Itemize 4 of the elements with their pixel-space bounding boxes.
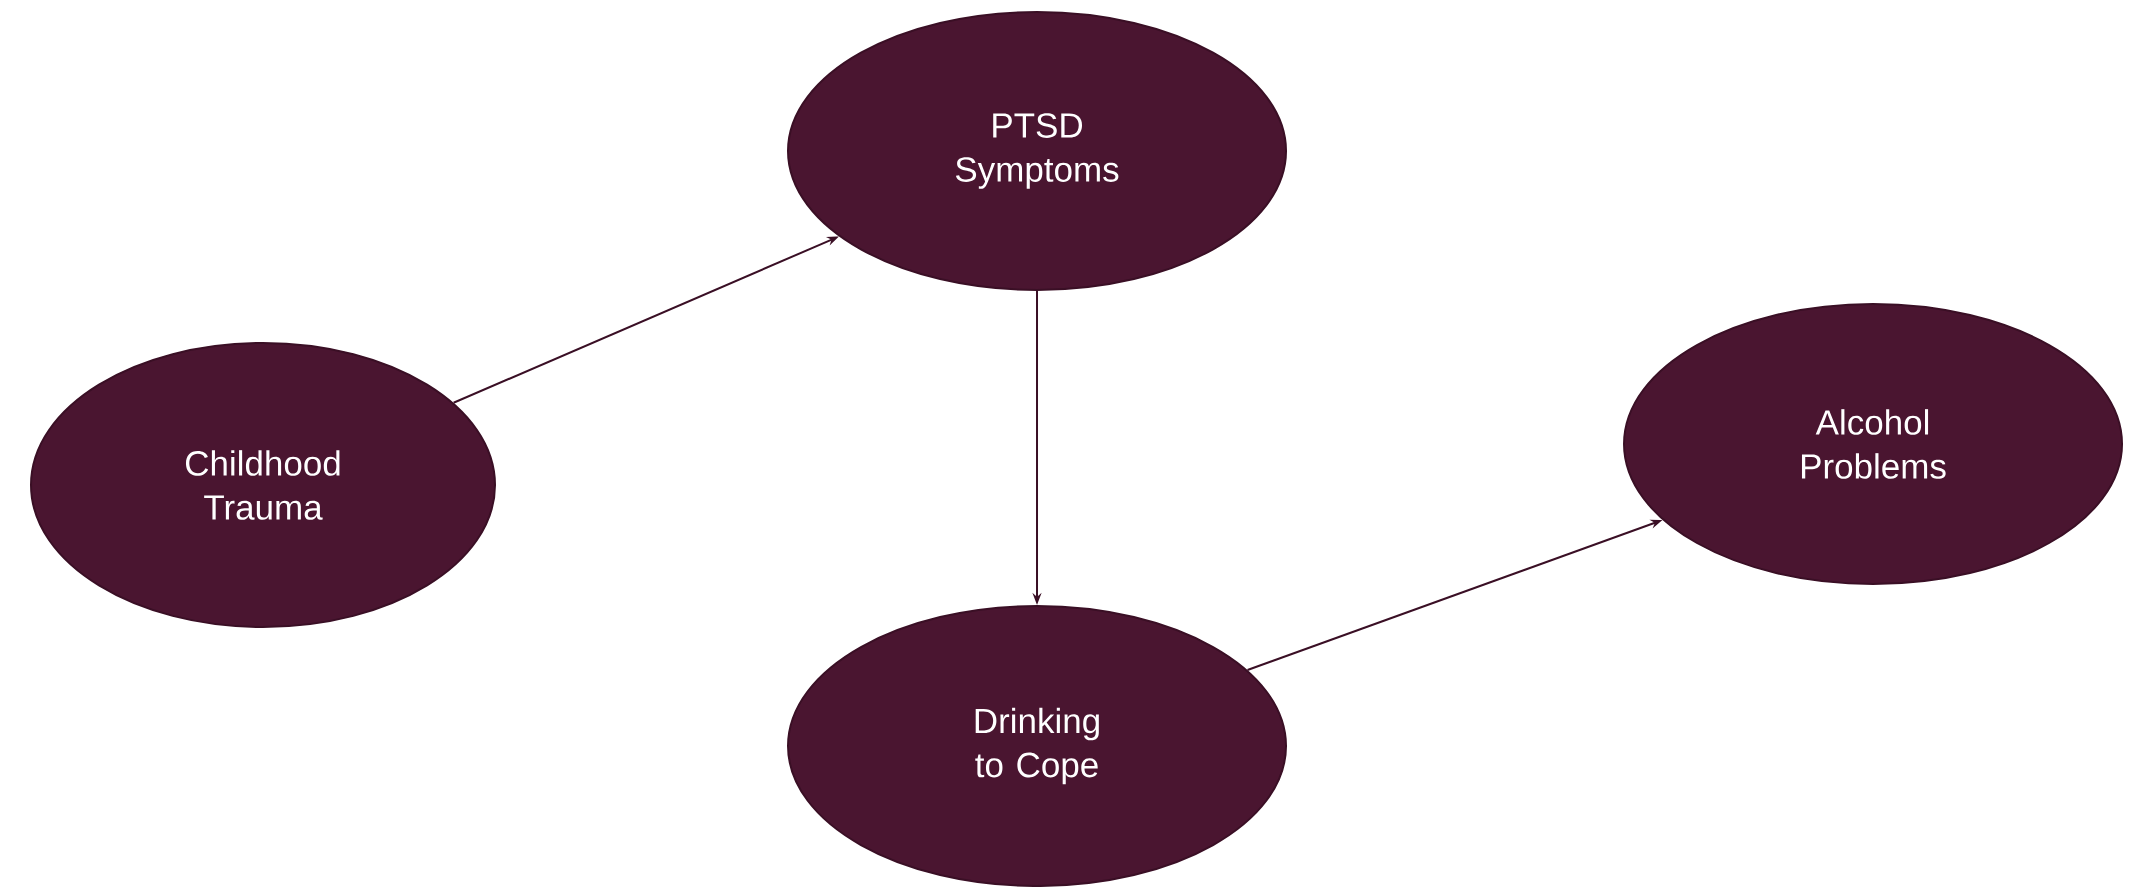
ellipse-node: Drinking to Cope — [787, 605, 1287, 887]
ellipse-node: Childhood Trauma — [30, 342, 496, 628]
ellipse-node: PTSD Symptoms — [787, 11, 1287, 291]
ellipse-node: Alcohol Problems — [1623, 303, 2123, 585]
